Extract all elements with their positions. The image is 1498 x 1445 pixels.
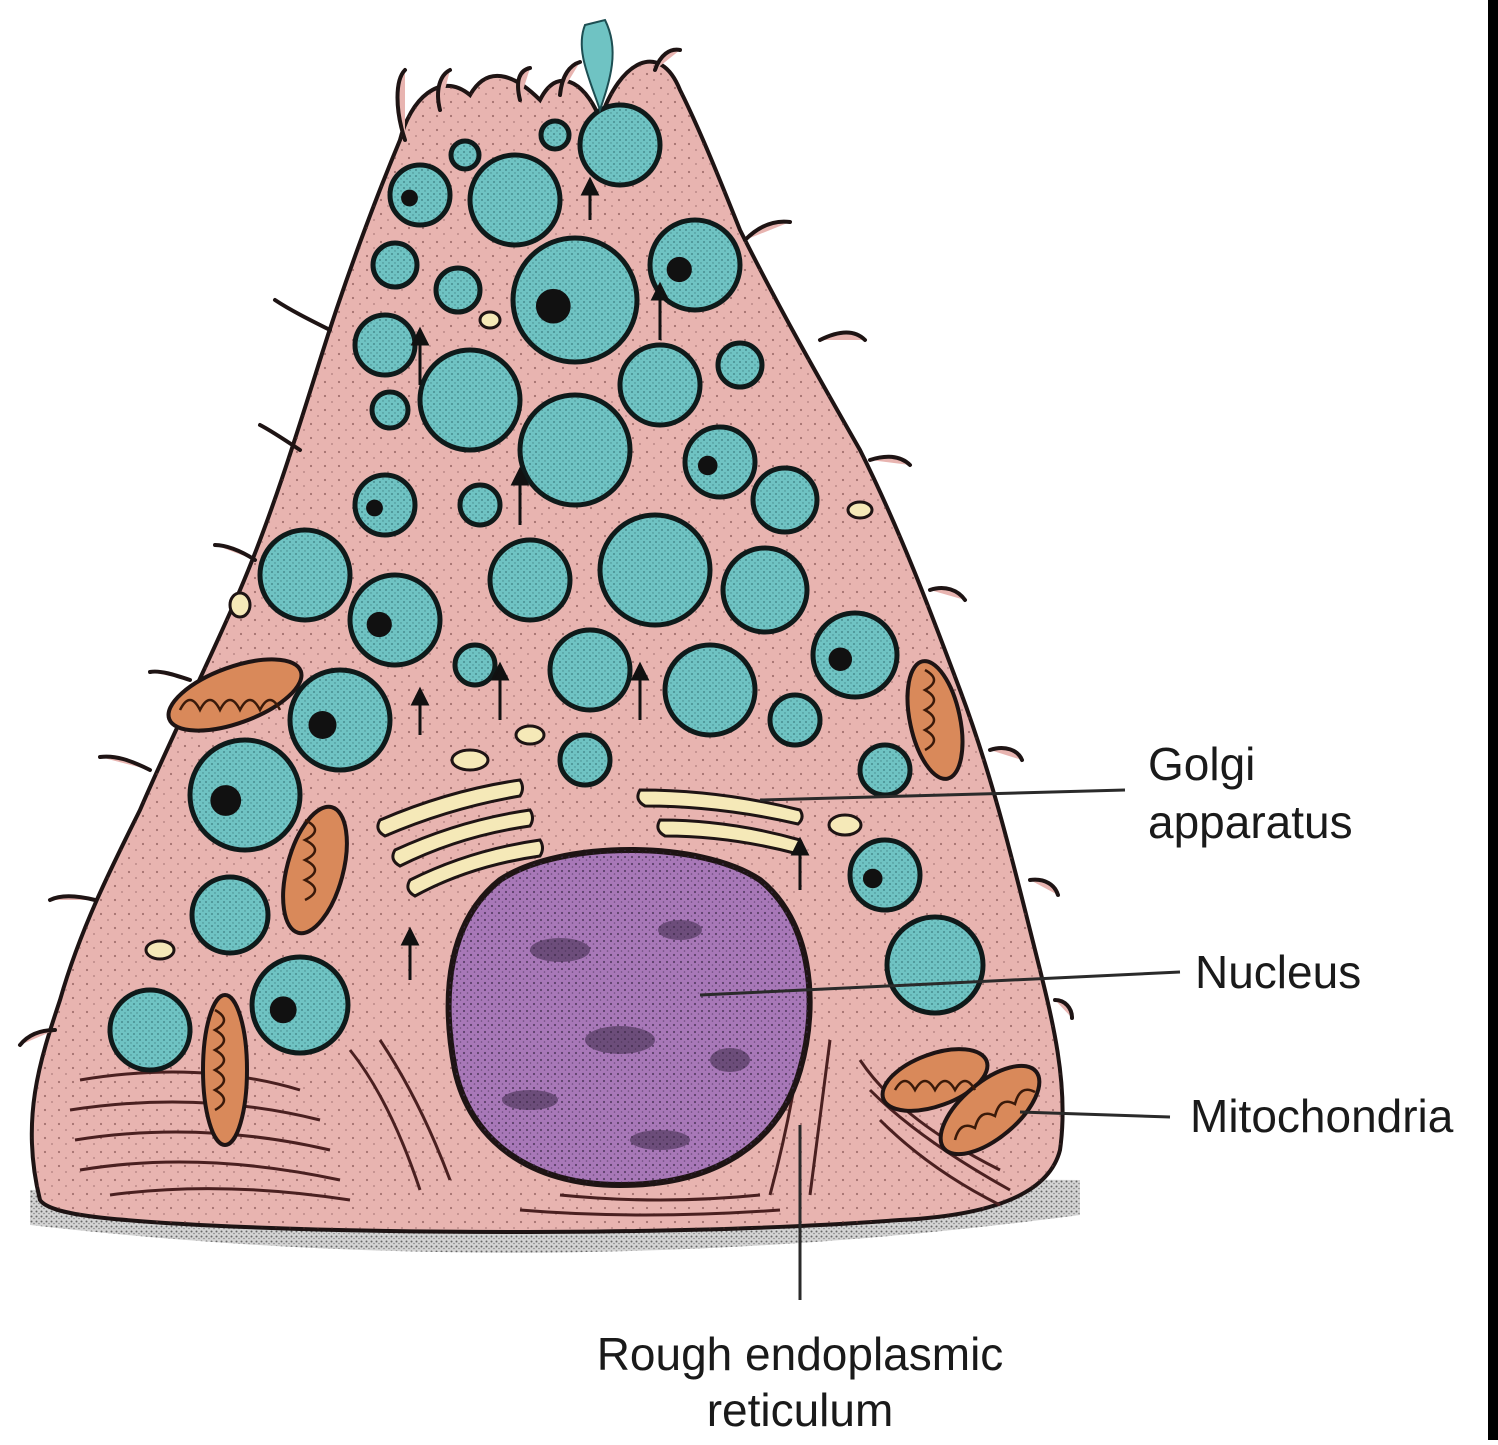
- granule-texture: [523, 398, 627, 502]
- granule-texture: [463, 488, 497, 522]
- granule-texture: [473, 158, 557, 242]
- granule-texture: [726, 551, 804, 629]
- granule-texture: [358, 318, 412, 372]
- granule-dense-core: [270, 996, 297, 1023]
- chromatin: [449, 850, 810, 1185]
- granule-texture: [583, 108, 657, 182]
- granule-texture: [756, 471, 814, 529]
- mitochondrion: [203, 995, 247, 1145]
- granule-dense-core: [536, 289, 571, 324]
- image-edge-bar: [1488, 0, 1498, 1440]
- granule-texture: [375, 395, 405, 425]
- granule-texture: [721, 346, 759, 384]
- granule-texture: [688, 430, 752, 494]
- granule-dense-core: [210, 785, 241, 816]
- mitochondria-label: Mitochondria: [1190, 1090, 1454, 1142]
- granule-texture: [668, 648, 752, 732]
- granule-dense-core: [401, 190, 418, 207]
- granule-texture: [193, 743, 297, 847]
- granule-texture: [353, 578, 437, 662]
- granule-texture: [773, 698, 817, 742]
- granule-texture: [603, 518, 707, 622]
- granule-texture: [358, 478, 412, 532]
- granule-texture: [293, 673, 387, 767]
- granule-dense-core: [667, 257, 692, 282]
- granule-texture: [376, 246, 414, 284]
- nucleus-label: Nucleus: [1195, 946, 1361, 998]
- granule-dense-core: [366, 500, 383, 517]
- granule-texture: [263, 533, 347, 617]
- granule-texture: [195, 880, 265, 950]
- granule-texture: [563, 738, 607, 782]
- granule-texture: [853, 843, 917, 907]
- granule-texture: [454, 144, 476, 166]
- granule-dense-core: [367, 612, 392, 637]
- granule-texture: [393, 168, 447, 222]
- granule-texture: [544, 124, 566, 146]
- granule-texture: [863, 748, 907, 792]
- granule-dense-core: [829, 647, 853, 671]
- granule-texture: [493, 543, 567, 617]
- granule-dense-core: [863, 869, 883, 889]
- granule-dense-core: [309, 711, 337, 739]
- granule-texture: [113, 993, 187, 1067]
- granule-texture: [458, 648, 492, 682]
- granule-texture: [623, 348, 697, 422]
- granule-texture: [516, 241, 634, 359]
- granule-texture: [816, 616, 894, 694]
- granule-texture: [890, 920, 980, 1010]
- granule-texture: [255, 960, 345, 1050]
- granule-texture: [423, 353, 517, 447]
- granule-texture: [439, 271, 477, 309]
- granule-texture: [553, 633, 627, 707]
- granule-dense-core: [698, 456, 718, 476]
